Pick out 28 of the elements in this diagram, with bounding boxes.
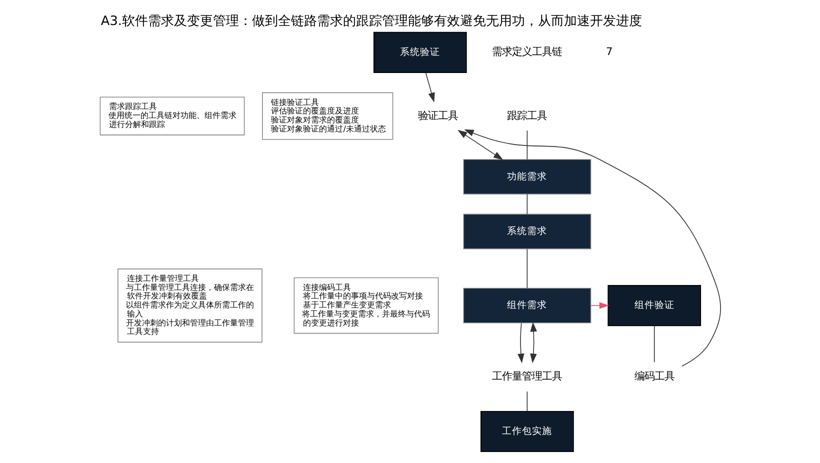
node-box: 系统需求 [462, 214, 591, 250]
arrow [464, 129, 720, 366]
node-box: 组件需求 [462, 288, 591, 324]
node-box: 连接工作量管理工具 与工作量管理工具连接，确保需求在软件开发冲刺有效覆盖 以组件需求作为定义具体所需工作的输入 开发冲刺的计划和管理由工作量管理工具支持 [117, 268, 262, 343]
node-text: 编码工具 [634, 370, 674, 383]
node-text: 跟踪工具 [506, 110, 547, 122]
connector [526, 130, 528, 160]
label: 需求定义工具链 [492, 46, 562, 58]
arrow [590, 302, 609, 309]
node-box: 功能需求 [462, 159, 591, 194]
arrow [457, 130, 503, 160]
arrow [530, 322, 536, 364]
node-box: 工作包实施 [480, 410, 574, 452]
connector [526, 194, 528, 214]
node-box: 组件验证 [607, 285, 701, 326]
diagram-title: A3.软件需求及变更管理：做到全链路需求的跟踪管理能够有效避免无用功，从而加速开发进度 [100, 14, 642, 29]
node-box: 链接验证工具 评估验证的覆盖度及进度 验证对象对需求的覆盖度 验证对象验证的通过/未通过状态 [262, 92, 393, 140]
connector [526, 391, 528, 412]
node-box: 需求跟踪工具 使用统一的工具链对功能、组件需求进行分解和跟踪 [99, 96, 244, 136]
arrow [517, 322, 524, 364]
label: 7 [605, 46, 612, 58]
connector [653, 325, 654, 363]
node-box: 连接编码工具 将工作量中的事项与代码改写对接 基于工作量产生变更需求 将工作量与变更需求，并最终与代码的变更进行对接 [293, 277, 438, 334]
node-text: 工作量管理工具 [492, 370, 562, 383]
node-box: 系统验证 [372, 32, 466, 73]
connector [526, 248, 528, 288]
arrow [424, 72, 434, 102]
node-text: 验证工具 [417, 110, 458, 122]
